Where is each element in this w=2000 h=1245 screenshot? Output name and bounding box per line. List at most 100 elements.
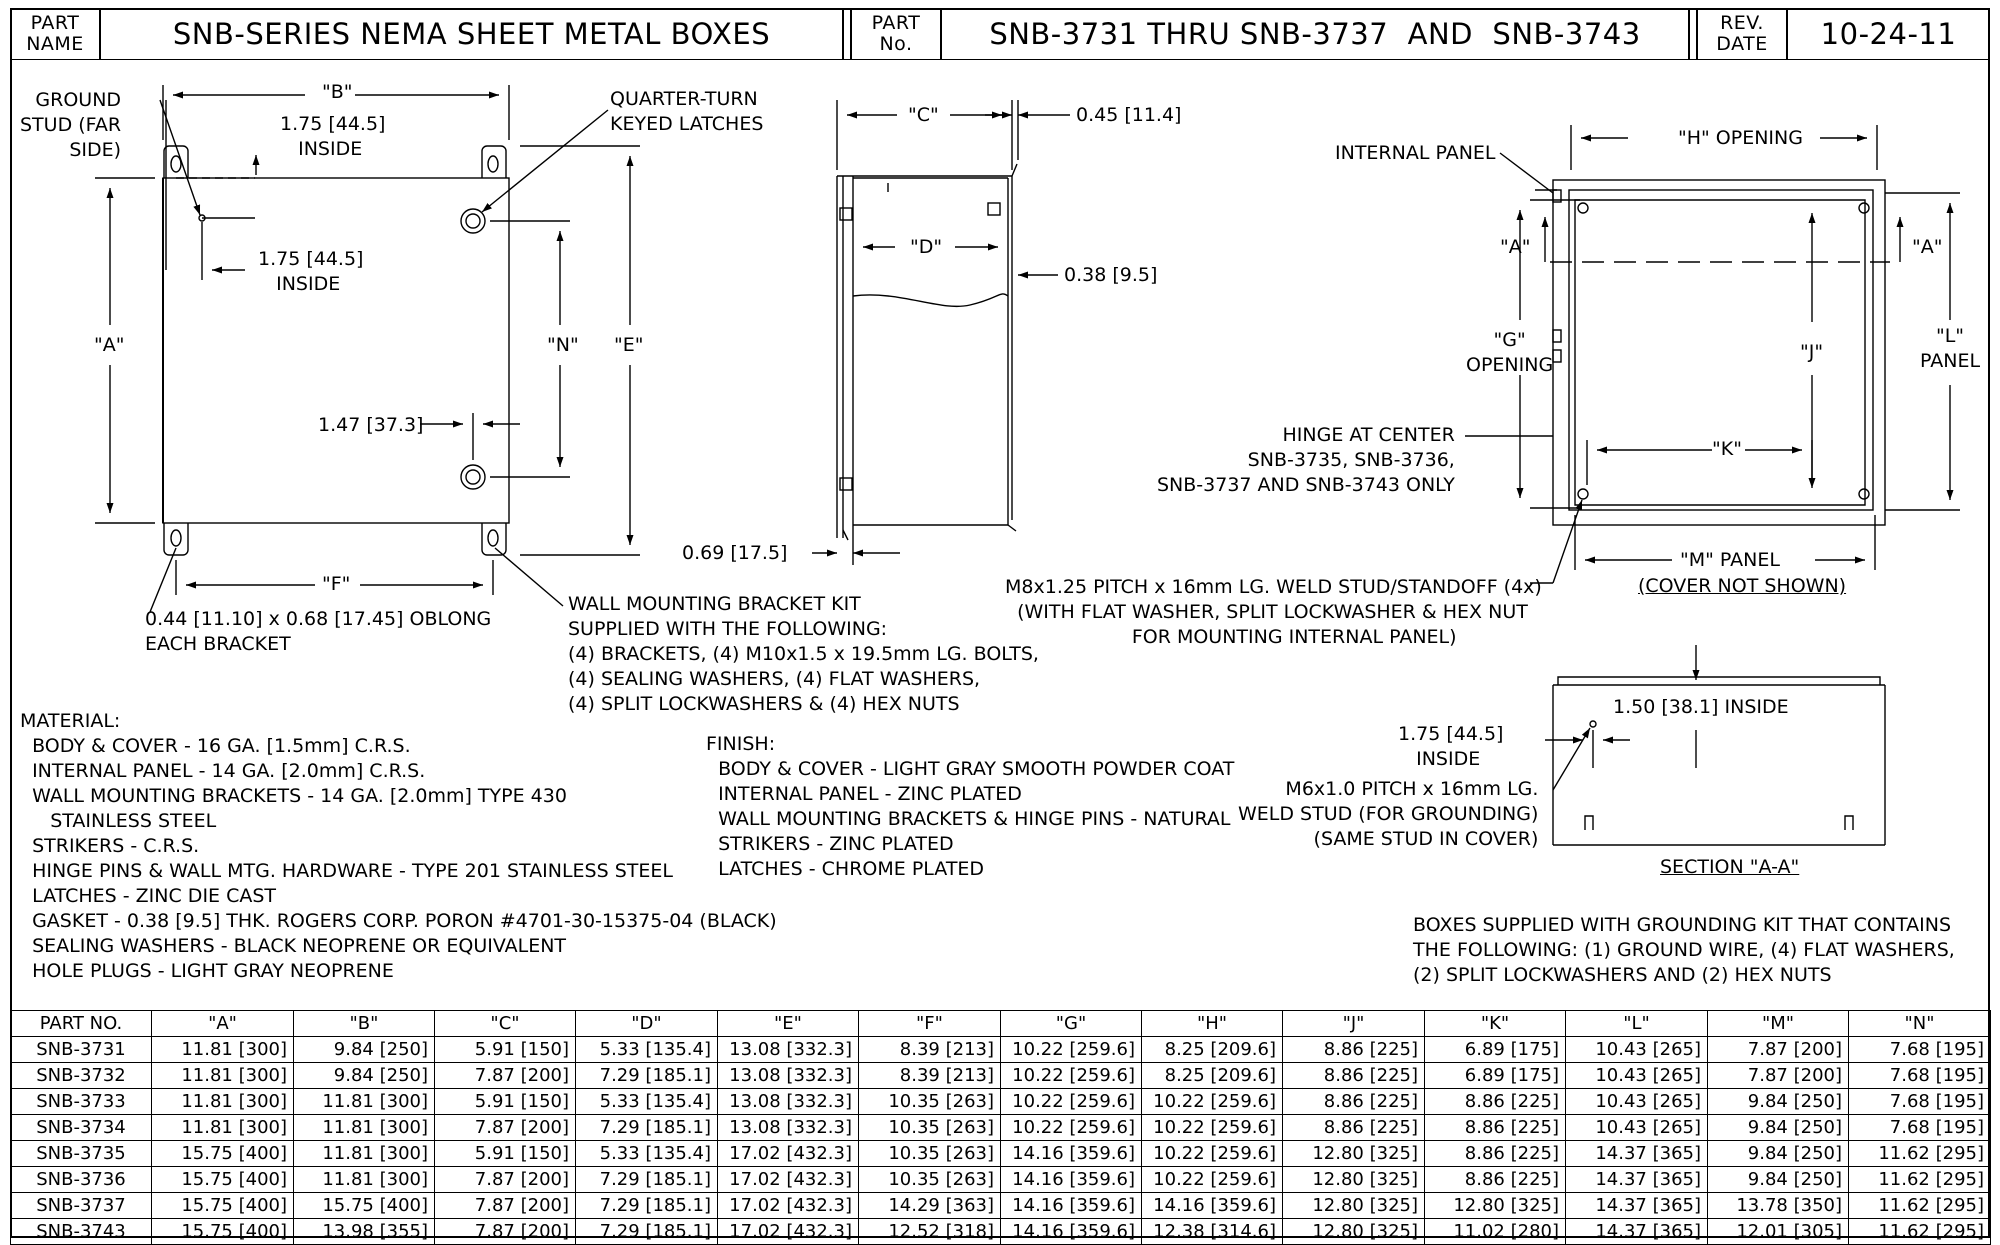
dim-k-label: "K" (1712, 438, 1742, 460)
grounding-kit-note: BOXES SUPPLIED WITH GROUNDING KIT THAT C… (1413, 914, 1955, 986)
dimension-cell: 12.38 [314.6] (1141, 1218, 1283, 1245)
inside-175-top-label: 1.75 [44.5] INSIDE (280, 113, 386, 160)
dimension-cell: 7.29 [185.1] (575, 1062, 718, 1089)
dimension-cell: 11.81 [300] (151, 1062, 294, 1089)
dimension-cell: 5.33 [135.4] (575, 1036, 718, 1063)
dimension-table: PART NO."A""B""C""D""E""F""G""H""J""K""L… (10, 1010, 1991, 1245)
part-number-cell: SNB-3736 (10, 1166, 152, 1193)
part-number-cell: SNB-3732 (10, 1062, 152, 1089)
dimension-cell: 10.22 [259.6] (1141, 1140, 1283, 1167)
table-header-cell: "E" (717, 1010, 859, 1037)
front-view-box (162, 145, 510, 556)
h-opening-label: "H" OPENING (1678, 127, 1803, 149)
title-divider (843, 8, 851, 60)
ground-stud-label: GROUND STUD (FAR SIDE) (20, 89, 122, 161)
dimension-cell: 15.75 [400] (293, 1192, 435, 1219)
dimension-cell: 10.43 [265] (1565, 1062, 1708, 1089)
table-header-cell: "D" (575, 1010, 718, 1037)
dimension-cell: 15.75 [400] (151, 1192, 294, 1219)
dimension-cell: 10.35 [263] (858, 1140, 1001, 1167)
dimension-cell: 7.29 [185.1] (575, 1114, 718, 1141)
bracket-kit-note: WALL MOUNTING BRACKET KIT SUPPLIED WITH … (568, 593, 1039, 715)
quarter-turn-label: QUARTER-TURN KEYED LATCHES (610, 88, 764, 135)
inside-175-section-label: 1.75 [44.5] INSIDE (1398, 723, 1504, 770)
m-panel-label: "M" PANEL (1680, 549, 1780, 571)
interior-view-box (1550, 179, 1890, 526)
dimension-cell: 10.35 [263] (858, 1088, 1001, 1115)
dimension-cell: 14.37 [365] (1565, 1140, 1708, 1167)
dimension-cell: 10.35 [263] (858, 1166, 1001, 1193)
dimension-cell: 7.29 [185.1] (575, 1218, 718, 1245)
table-header-cell: "N" (1848, 1010, 1991, 1037)
dimension-cell: 5.91 [150] (434, 1140, 576, 1167)
rev-date: 10-24-11 (1787, 8, 1990, 60)
dimension-cell: 11.62 [295] (1848, 1140, 1991, 1167)
a-left-label: "A" (1500, 236, 1531, 258)
dimension-cell: 12.80 [325] (1282, 1218, 1425, 1245)
internal-panel-label: INTERNAL PANEL (1335, 142, 1496, 164)
dimension-cell: 15.75 [400] (151, 1166, 294, 1193)
part-name: SNB-SERIES NEMA SHEET METAL BOXES (100, 8, 843, 60)
dim-038-label: 0.38 [9.5] (1064, 264, 1158, 286)
table-header-cell: "H" (1141, 1010, 1283, 1037)
dim-147-label: 1.47 [37.3] (318, 414, 424, 436)
dimension-cell: 7.87 [200] (434, 1166, 576, 1193)
hinge-label: HINGE AT CENTER SNB-3735, SNB-3736, SNB-… (1157, 424, 1455, 496)
l-panel-label: "L" PANEL (1920, 325, 1981, 372)
dimension-cell: 14.16 [359.6] (1141, 1192, 1283, 1219)
dimension-cell: 12.52 [318] (858, 1218, 1001, 1245)
dimension-cell: 10.22 [259.6] (1000, 1036, 1142, 1063)
inside-175-left-label: 1.75 [44.5] INSIDE (258, 248, 364, 295)
dimension-cell: 9.84 [250] (1707, 1088, 1849, 1115)
dimension-cell: 9.84 [250] (293, 1062, 435, 1089)
section-view-box (1552, 676, 1886, 846)
dimension-cell: 17.02 [432.3] (717, 1192, 859, 1219)
title-divider (1689, 8, 1697, 60)
dimension-cell: 8.86 [225] (1424, 1114, 1566, 1141)
table-header-cell: "B" (293, 1010, 435, 1037)
weld-stud-note: M8x1.25 PITCH x 16mm LG. WELD STUD/STAND… (1005, 576, 1542, 648)
dimension-cell: 14.29 [363] (858, 1192, 1001, 1219)
dim-b-label: "B" (322, 81, 353, 103)
dimension-cell: 11.81 [300] (293, 1114, 435, 1141)
section-title: SECTION "A-A" (1660, 856, 1800, 878)
dimension-cell: 9.84 [250] (1707, 1114, 1849, 1141)
dimension-cell: 7.87 [200] (434, 1192, 576, 1219)
table-header-cell: PART NO. (10, 1010, 152, 1037)
table-header-cell: "M" (1707, 1010, 1849, 1037)
dimension-cell: 9.84 [250] (1707, 1166, 1849, 1193)
table-header-cell: "G" (1000, 1010, 1142, 1037)
dimension-cell: 11.81 [300] (151, 1114, 294, 1141)
dimension-cell: 14.16 [359.6] (1000, 1166, 1142, 1193)
g-opening-label: "G" OPENING (1466, 329, 1554, 376)
dimension-cell: 6.89 [175] (1424, 1062, 1566, 1089)
dim-j-label: "J" (1800, 341, 1824, 363)
dim-n-label: "N" (547, 334, 579, 356)
dimension-cell: 12.80 [325] (1282, 1192, 1425, 1219)
dimension-cell: 7.87 [200] (434, 1114, 576, 1141)
dimension-cell: 11.81 [300] (293, 1166, 435, 1193)
dimension-cell: 8.25 [209.6] (1141, 1062, 1283, 1089)
dimension-cell: 10.22 [259.6] (1141, 1166, 1283, 1193)
dim-a-label: "A" (94, 334, 125, 356)
dimension-cell: 10.22 [259.6] (1000, 1062, 1142, 1089)
dimension-cell: 9.84 [250] (1707, 1140, 1849, 1167)
part-number-cell: SNB-3737 (10, 1192, 152, 1219)
part-no: SNB-3731 THRU SNB-3737 AND SNB-3743 (941, 8, 1689, 60)
dimension-cell: 7.68 [195] (1848, 1036, 1991, 1063)
dim-069-label: 0.69 [17.5] (682, 542, 788, 564)
dimension-cell: 8.86 [225] (1282, 1088, 1425, 1115)
dimension-cell: 7.87 [200] (1707, 1062, 1849, 1089)
dimension-cell: 17.02 [432.3] (717, 1166, 859, 1193)
dimension-cell: 10.35 [263] (858, 1114, 1001, 1141)
dimension-cell: 14.37 [365] (1565, 1192, 1708, 1219)
dimension-cell: 10.43 [265] (1565, 1114, 1708, 1141)
dimension-cell: 11.02 [280] (1424, 1218, 1566, 1245)
dimension-cell: 5.91 [150] (434, 1088, 576, 1115)
